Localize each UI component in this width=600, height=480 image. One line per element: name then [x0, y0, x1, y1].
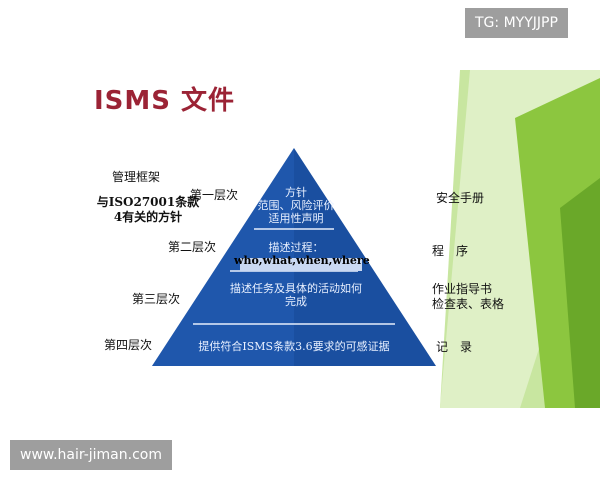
level-1-label: 第一层次: [190, 188, 239, 202]
level-3-document-line2: 检查表、表格: [432, 297, 505, 311]
watermark-top: TG: MYYJJPP: [465, 8, 568, 38]
tier-1-line2: 范围、风险评价: [257, 199, 335, 212]
level-4-label: 第四层次: [104, 338, 153, 352]
slide: ISMS 文件 管理框架 与ISO27001条款 4有关的方针 第一层次 第二层…: [0, 58, 600, 408]
tier-4-content: 提供符合ISMS条款3.6要求的可感证据: [170, 340, 418, 353]
tier-3-line1: 描述任务及具体的活动如何: [230, 282, 362, 295]
iso-note: 与ISO27001条款 4有关的方针: [88, 195, 208, 225]
tier-2-line2: who,what,when,where: [234, 254, 370, 267]
framework-note: 管理框架: [112, 170, 161, 184]
pyramid-shape: [152, 148, 436, 366]
watermark-bottom: www.hair-jiman.com: [10, 440, 172, 470]
tier-1-line1: 方针: [285, 186, 307, 199]
tier-1-line3: 适用性声明: [268, 212, 324, 225]
level-3-document-line1: 作业指导书: [432, 282, 493, 296]
iso-note-line1: 与ISO27001条款: [96, 195, 200, 209]
dark-green-shape: [560, 178, 600, 408]
tier-3-content: 描述任务及具体的活动如何 完成: [208, 282, 384, 308]
tier-1-content: 方针 范围、风险评价 适用性声明: [244, 186, 348, 225]
level-2-document: 程 序: [432, 244, 469, 258]
tier2-highlight: [240, 258, 362, 271]
level-3-label: 第三层次: [132, 292, 181, 306]
tier-2-content: 描述过程： who,what,when,where: [234, 241, 370, 267]
tier-4-line1: 提供符合ISMS条款3.6要求的可感证据: [198, 340, 390, 353]
level-2-label: 第二层次: [168, 240, 217, 254]
level-3-document: 作业指导书 检查表、表格: [432, 282, 504, 312]
pyramid-diagram: [152, 148, 436, 366]
tier-2-line1: 描述过程：: [268, 241, 324, 254]
page-title: ISMS 文件: [94, 86, 236, 116]
level-4-document: 记 录: [436, 340, 473, 354]
pyramid-shade: [152, 148, 294, 366]
green-decoration: [440, 70, 600, 408]
iso-note-line2: 4有关的方针: [113, 210, 183, 224]
level-1-document: 安全手册: [436, 191, 485, 205]
tier-3-line2: 完成: [285, 295, 307, 308]
